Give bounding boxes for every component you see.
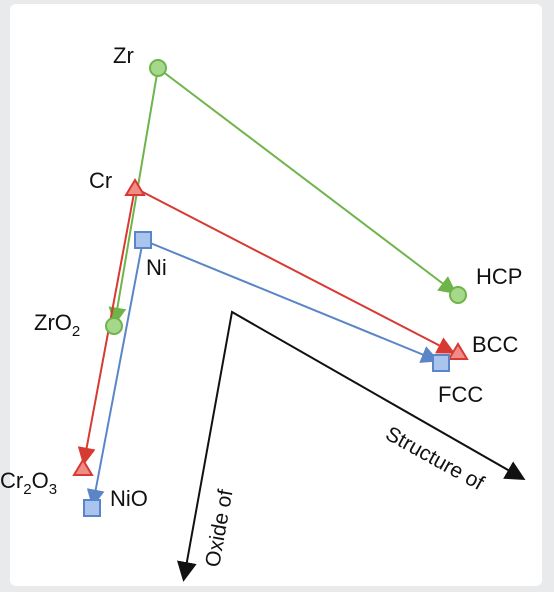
hcp-label: HCP: [476, 264, 522, 289]
zro2-label: ZrO2: [34, 310, 80, 340]
fcc-marker-icon: [432, 354, 450, 372]
zr-to-hcp-arrow: [157, 67, 457, 295]
structure-axis-label: Structure of: [382, 422, 488, 495]
nio-label: NiO: [110, 486, 148, 511]
ni-to-nio-arrow: [86, 239, 144, 508]
cr2o3-label: Cr2O3: [0, 468, 57, 498]
hcp-marker-icon: [449, 286, 467, 304]
zr-marker-icon: [149, 59, 167, 77]
ni-marker-icon: [134, 231, 152, 249]
bcc-marker-icon: [447, 342, 469, 360]
bcc-label: BCC: [472, 332, 519, 357]
ni-label: Ni: [146, 255, 167, 280]
zr-label: Zr: [113, 43, 134, 68]
fcc-label: FCC: [438, 382, 483, 407]
cr-to-bcc-arrow: [134, 187, 456, 354]
cr-label: Cr: [89, 168, 112, 193]
nio-marker-icon: [83, 499, 101, 517]
relation-axes: [177, 310, 526, 582]
cr-marker-icon: [124, 178, 146, 196]
ni-to-fcc-arrow: [142, 239, 440, 363]
zro2-marker-icon: [105, 317, 123, 335]
oxide-axis-label: Oxide of: [201, 488, 237, 569]
cr2o3-marker-icon: [72, 458, 94, 476]
